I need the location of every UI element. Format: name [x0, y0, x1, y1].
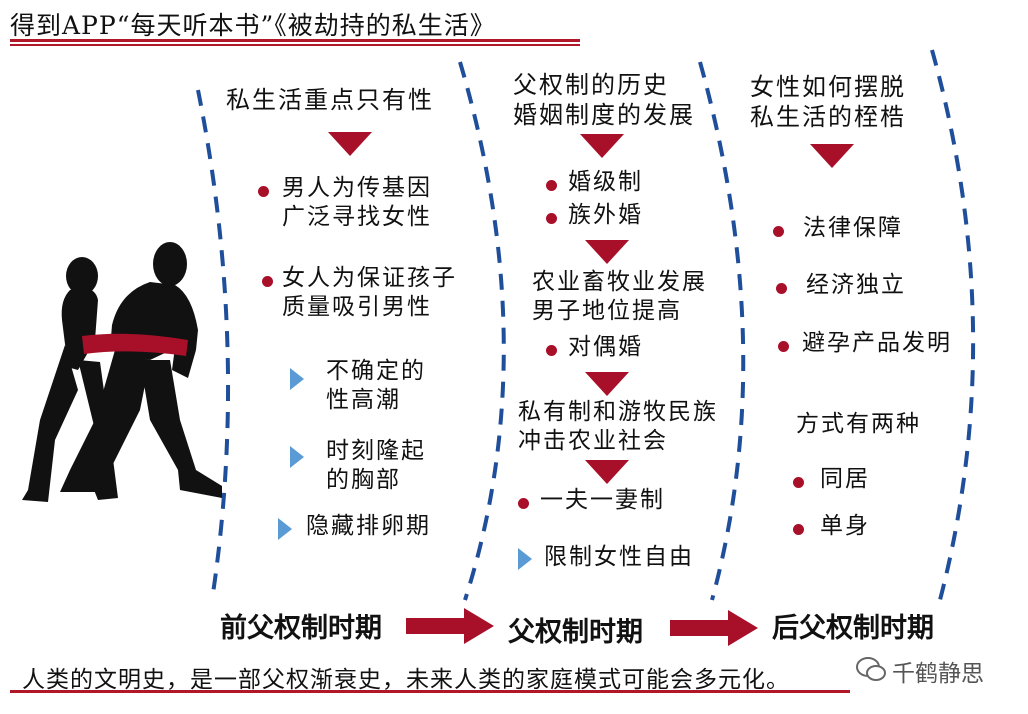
col3-way-2: 单身 — [820, 513, 870, 539]
triangle-right-icon — [278, 518, 292, 540]
period-label-2: 父权制时期 — [508, 617, 643, 648]
right-arrow-icon — [670, 610, 758, 646]
col1-trait-1: 不确定的 性高潮 — [326, 358, 426, 413]
period-label-3: 后父权制时期 — [772, 613, 934, 644]
bullet-icon — [793, 477, 804, 488]
col3-bullet-1: 法律保障 — [803, 215, 903, 241]
down-arrow-icon — [810, 144, 854, 168]
separator-curve-4 — [930, 49, 976, 601]
col2-bullet-1: 婚级制 — [568, 169, 643, 195]
down-arrow-icon — [585, 372, 629, 396]
col2-bullet-2: 族外婚 — [568, 202, 643, 228]
separator-curve-2 — [458, 61, 506, 601]
triangle-right-icon — [518, 548, 532, 570]
title-underline — [10, 39, 580, 42]
right-arrow-icon — [406, 608, 494, 644]
page-title: 得到APP“每天听本书”《被劫持的私生活》 — [10, 11, 496, 40]
col2-step-1: 农业畜牧业发展 男子地位提高 — [532, 269, 707, 324]
col1-heading: 私生活重点只有性 — [226, 86, 434, 114]
col2-bullet-4: 一夫一妻制 — [540, 487, 665, 513]
col1-bullet-1: 男人为传基因 广泛寻找女性 — [282, 175, 432, 230]
bullet-icon — [773, 226, 784, 237]
title-underline-2 — [10, 44, 580, 46]
col2-step-2: 私有制和游牧民族 冲击农业社会 — [518, 399, 718, 454]
triangle-right-icon — [290, 446, 304, 468]
bullet-icon — [258, 186, 269, 197]
down-arrow-icon — [585, 460, 629, 484]
period-label-1: 前父权制时期 — [220, 613, 382, 644]
triangle-right-icon — [290, 368, 304, 390]
col3-heading: 女性如何摆脱 私生活的桎梏 — [750, 73, 906, 131]
bullet-icon — [546, 345, 557, 356]
summary-text: 人类的文明史，是一部父权渐衰史，未来人类的家庭模式可能会多元化。 — [22, 667, 790, 693]
separator-curve-1 — [196, 89, 231, 601]
col1-trait-3: 隐藏排卵期 — [306, 513, 431, 539]
bullet-icon — [262, 276, 273, 287]
watermark-text: 千鹤静思 — [892, 661, 984, 687]
col2-heading: 父权制的历史 婚姻制度的发展 — [513, 71, 695, 129]
col3-bullet-3: 避孕产品发明 — [802, 330, 952, 356]
summary-underline — [10, 690, 850, 693]
bullet-icon — [793, 524, 804, 535]
wechat-icon — [856, 657, 886, 681]
col1-trait-2: 时刻隆起 的胸部 — [326, 438, 426, 493]
down-arrow-icon — [580, 134, 624, 158]
bullet-icon — [546, 180, 557, 191]
red-band — [82, 333, 188, 356]
couple-silhouette-icon — [22, 242, 222, 502]
col3-way-1: 同居 — [820, 466, 870, 492]
col1-bullet-2: 女人为保证孩子 质量吸引男性 — [282, 265, 457, 320]
bullet-icon — [518, 498, 529, 509]
col3-bullet-2: 经济独立 — [806, 272, 906, 298]
col2-trait: 限制女性自由 — [544, 544, 694, 570]
bullet-icon — [546, 213, 557, 224]
down-arrow-icon — [585, 240, 629, 264]
down-arrow-icon — [328, 132, 372, 156]
bullet-icon — [776, 283, 787, 294]
col3-subheading: 方式有两种 — [796, 411, 921, 437]
bullet-icon — [778, 341, 789, 352]
separator-curve-3 — [698, 61, 746, 601]
col2-bullet-3: 对偶婚 — [568, 334, 643, 360]
